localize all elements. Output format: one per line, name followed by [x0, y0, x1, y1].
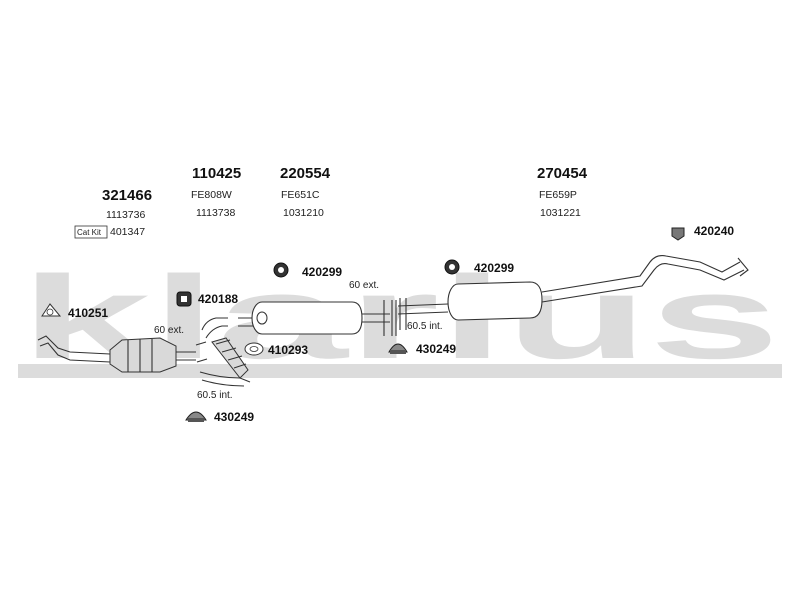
part-ref-center-silencer-1: FE651C: [281, 189, 320, 201]
catalytic-converter-drawing: [37, 335, 196, 373]
part-number-front-pipe: 110425: [192, 165, 241, 182]
ring-gasket-icon: [244, 342, 264, 356]
cat-kit-ref: 401347: [110, 226, 145, 238]
part-ref-front-pipe-2: 1113738: [196, 207, 235, 219]
front-pipe-drawing: [195, 317, 251, 387]
note-mid-int: 60.5 int.: [407, 321, 443, 332]
part-ref-front-pipe-1: FE808W: [191, 189, 232, 201]
hanger-icon: [671, 227, 685, 241]
part-number-rear-silencer: 270454: [537, 165, 588, 182]
fitting-clamp-low: 430249: [214, 410, 254, 424]
rubber-mount-icon: [444, 259, 460, 275]
part-ref-center-silencer-2: 1031210: [283, 207, 324, 219]
center-silencer-drawing: [238, 300, 397, 336]
part-number-cat-converter: 321466: [102, 187, 152, 204]
fitting-gasket-front: 410251: [68, 306, 108, 320]
clamp-icon: [388, 343, 408, 354]
rear-silencer-drawing: [397, 255, 749, 330]
gasket-icon: [41, 303, 62, 317]
fitting-gasket-mid: 410293: [268, 343, 308, 357]
fitting-mount-tail: 420240: [694, 224, 734, 238]
part-ref-cat-converter: 1113736: [106, 209, 145, 221]
part-ref-rear-silencer-1: FE659P: [539, 189, 577, 201]
fitting-mount-front: 420188: [198, 292, 238, 306]
note-front-ext: 60 ext.: [154, 325, 184, 336]
clamp-icon: [185, 411, 207, 422]
cat-kit-badge: Cat Kit: [74, 225, 108, 239]
part-number-center-silencer: 220554: [280, 165, 331, 182]
cat-kit-label: Cat Kit: [77, 228, 102, 237]
rubber-mount-icon: [176, 291, 192, 307]
fitting-mount-rear-mid: 420299: [474, 261, 514, 275]
note-front-int: 60.5 int.: [197, 390, 233, 401]
fitting-mount-center: 420299: [302, 265, 342, 279]
fitting-clamp-mid: 430249: [416, 342, 456, 356]
note-mid-ext: 60 ext.: [349, 280, 379, 291]
rubber-mount-icon: [273, 262, 289, 278]
part-ref-rear-silencer-2: 1031221: [540, 207, 581, 219]
